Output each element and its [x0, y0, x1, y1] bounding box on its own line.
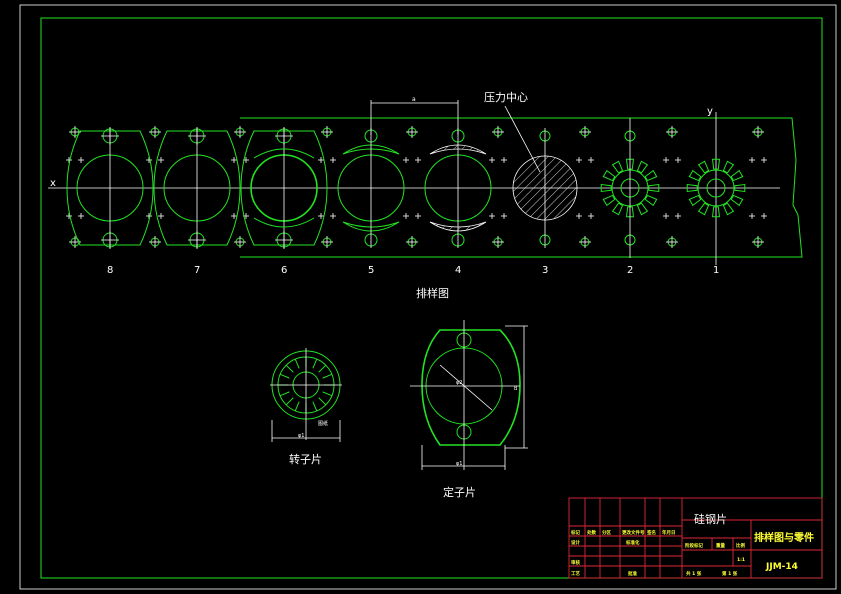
tb-sheet-total: 共 1 张 [686, 570, 702, 577]
tb-approve: 批准 [628, 570, 637, 577]
rotor-dim-diameter: φ1 [298, 433, 304, 439]
stations [66, 118, 767, 258]
station-number-6: 6 [281, 265, 287, 276]
station-number-2: 2 [627, 265, 633, 276]
tb-sheet-no: 第 1 张 [722, 570, 738, 577]
tb-title: 排样图与零件 [754, 531, 814, 544]
rotor-part: φ1 图纸 [270, 348, 342, 442]
tb-code: JJM-14 [765, 562, 798, 572]
station-numbers: 8 7 6 5 4 3 2 1 [107, 265, 719, 276]
rotor-slot [318, 397, 327, 406]
station-number-4: 4 [455, 265, 461, 276]
tb-weight: 重量 [716, 542, 725, 549]
station-3 [512, 128, 578, 248]
tb-h0: 标记 [570, 529, 580, 536]
station-2 [600, 118, 660, 258]
tb-h5: 年月日 [662, 529, 676, 536]
station-4 [424, 128, 492, 248]
tb-row-review: 审核 [571, 559, 580, 566]
rotor-slot [312, 401, 318, 412]
rotor-slot [322, 373, 333, 379]
stator-dim-width: φ1 [456, 461, 462, 467]
tb-row-process: 工艺 [571, 570, 580, 577]
strip-outline [240, 117, 803, 258]
pressure-center-label: 压力中心 [484, 91, 528, 104]
rotor-slot [322, 391, 333, 397]
tb-h2: 分区 [602, 529, 611, 536]
inner-frame [40, 17, 823, 579]
rotor-slot [294, 358, 300, 369]
stator-part: φ1 φ2 B [410, 320, 528, 470]
top-dimension-text: a [412, 96, 416, 103]
station-6-slots [253, 148, 315, 228]
stator-dim-bore: φ2 [456, 380, 462, 386]
rotor-slot [285, 364, 294, 373]
rotor-slot [279, 391, 290, 397]
station-7 [153, 127, 241, 249]
tb-h1: 处数 [586, 529, 596, 536]
tb-scale-head: 比例 [736, 542, 745, 549]
stator-dim-height: B [514, 386, 518, 392]
station-1 [686, 158, 746, 218]
tb-h4: 签名 [646, 529, 656, 536]
station-number-3: 3 [542, 265, 548, 276]
y-axis-label: y [707, 106, 713, 117]
rotor-dim-note: 图纸 [318, 420, 328, 427]
tb-standardization: 标准化 [625, 539, 640, 546]
rotor-caption: 转子片 [289, 452, 322, 466]
rotor-slot [285, 397, 294, 406]
station-6 [240, 127, 328, 249]
station-number-1: 1 [713, 265, 719, 276]
tb-h3: 更改文件号 [622, 529, 645, 536]
rotor-slot [294, 401, 300, 412]
station-number-7: 7 [194, 265, 200, 276]
tb-row-design: 设计 [571, 539, 580, 546]
outer-frame [19, 4, 837, 590]
rotor-slot [279, 373, 290, 379]
station-number-5: 5 [368, 265, 374, 276]
station-number-8: 8 [107, 265, 113, 276]
x-axis-label: x [50, 178, 56, 189]
rotor-slot [318, 364, 327, 373]
tb-scale: 1:1 [737, 557, 745, 563]
layout-caption: 排样图 [416, 286, 449, 300]
station-5 [337, 128, 405, 248]
station-8 [66, 127, 154, 249]
tb-stage: 阶段标记 [685, 542, 703, 549]
rotor-slot [312, 358, 318, 369]
stator-caption: 定子片 [443, 485, 476, 499]
tb-material: 硅钢片 [694, 513, 727, 526]
pressure-center-leader [504, 105, 541, 173]
title-block: 硅钢片 排样图与零件 JJM-14 标记 处数 分区 更改文件号 签名 年月日 … [568, 497, 823, 579]
